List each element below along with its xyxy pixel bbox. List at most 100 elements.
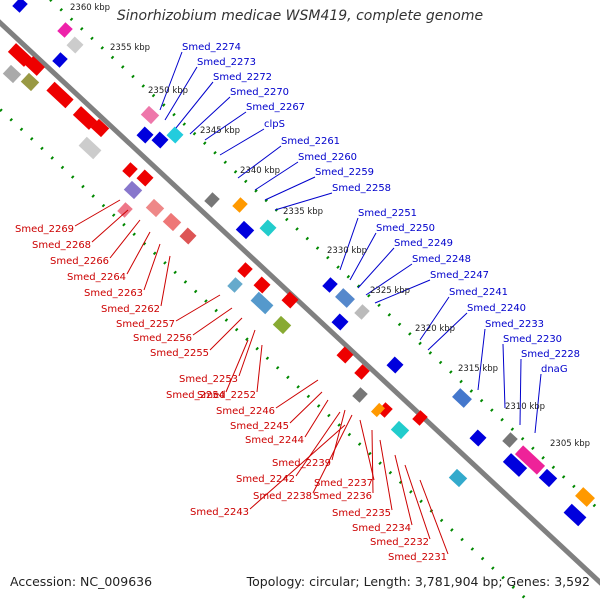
leader-line [312, 414, 353, 494]
forward-gene [7, 43, 33, 67]
gene-label-forward: Smed_2252 [197, 390, 256, 401]
gene-label-forward: Smed_2236 [313, 491, 372, 502]
leader-line [349, 232, 377, 281]
leader-line [371, 429, 374, 494]
gene-label-reverse: Smed_2250 [376, 223, 435, 234]
reverse-gene [469, 429, 487, 447]
gene-label-forward: Smed_2231 [388, 552, 447, 563]
leader-line [295, 411, 341, 477]
scale-label: 2355 kbp [110, 43, 150, 53]
gene-label-reverse: Smed_2273 [197, 57, 256, 68]
gene-other [514, 445, 546, 475]
gene-label-forward: Smed_2232 [370, 537, 429, 548]
gene-other [57, 22, 73, 38]
forward-gene [336, 346, 354, 364]
forward-gene [122, 162, 138, 178]
gene-label-forward: Smed_2266 [50, 256, 109, 267]
forward-gene [281, 291, 299, 309]
gene-label-forward: Smed_2239 [272, 458, 331, 469]
genome-backbone [0, 19, 600, 586]
gene-label-reverse: Smed_2274 [182, 42, 241, 53]
scale-label: 2310 kbp [505, 402, 545, 412]
leader-line [419, 479, 449, 555]
leader-line [91, 209, 129, 243]
forward-gene [72, 106, 98, 130]
scale-label: 2315 kbp [458, 364, 498, 374]
gene-other [259, 219, 277, 237]
forward-gene [136, 169, 154, 187]
gene-label-reverse: Smed_2249 [394, 238, 453, 249]
reverse-gene [12, 0, 28, 13]
leader-line [256, 344, 263, 393]
leader-line [249, 424, 346, 510]
gene-label-reverse: Smed_2241 [449, 287, 508, 298]
topology-summary-text: Topology: circular; Length: 3,781,904 bp… [246, 574, 590, 589]
forward-gene [90, 118, 110, 138]
accession-text: Accession: NC_009636 [10, 574, 153, 589]
gene-label-forward: Smed_2238 [253, 491, 312, 502]
label-leader-lines [74, 51, 542, 555]
gene-label-forward: Smed_2237 [314, 478, 373, 489]
leader-line [225, 339, 249, 393]
gene-label-forward: Smed_2253 [179, 374, 238, 385]
gene-label-reverse: clpS [264, 119, 285, 130]
gene-other [448, 468, 468, 488]
scale-label: 2360 kbp [70, 3, 110, 13]
scale-label: 2345 kbp [200, 126, 240, 136]
forward-gene [46, 81, 74, 109]
gene-label-forward: Smed_2264 [67, 272, 126, 283]
forward-gene [412, 410, 428, 426]
reverse-gene [151, 131, 169, 149]
outer-scale-track [48, 0, 600, 513]
leader-line [289, 391, 323, 424]
scale-label: 2325 kbp [370, 286, 410, 296]
leader-line [126, 231, 151, 275]
gene-labels: Smed_2274Smed_2273Smed_2272Smed_2270Smed… [15, 42, 580, 563]
gene-label-reverse: Smed_2272 [213, 72, 272, 83]
leader-line [534, 373, 542, 434]
leader-line [254, 161, 299, 191]
leader-line [374, 279, 431, 304]
gene-other [370, 402, 386, 418]
leader-line [359, 419, 375, 481]
gene-label-forward: Smed_2269 [15, 224, 74, 235]
gene-other [20, 72, 40, 92]
leader-line [238, 329, 256, 377]
gene-label-forward: Smed_2235 [332, 508, 391, 519]
forward-gene [25, 56, 45, 76]
gene-label-reverse: Smed_2270 [230, 87, 289, 98]
forward-gene [377, 402, 393, 418]
leader-line [477, 328, 486, 391]
scale-label: 2320 kbp [415, 324, 455, 334]
reverse-gene [563, 503, 587, 527]
reverse-gene [502, 453, 528, 477]
leader-line [160, 255, 171, 307]
forward-gene [145, 198, 165, 218]
gene-label-reverse: Smed_2233 [485, 319, 544, 330]
gene-other [575, 487, 595, 507]
leader-line [427, 312, 468, 351]
gene-label-reverse: Smed_2251 [358, 208, 417, 219]
leader-line [379, 439, 393, 511]
gene-label-reverse: Smed_2261 [281, 136, 340, 147]
leader-line [394, 454, 413, 526]
forward-gene [179, 227, 197, 245]
gene-label-forward: Smed_2254 [166, 390, 225, 401]
leader-line [164, 66, 198, 121]
leader-line [189, 96, 231, 135]
gene-other [502, 432, 518, 448]
leader-line [304, 399, 329, 438]
gene-label-forward: Smed_2255 [150, 348, 209, 359]
gene-label-forward: Smed_2234 [352, 523, 411, 534]
forward-gene [354, 364, 370, 380]
gene-label-forward: Smed_2242 [236, 474, 295, 485]
leader-line [357, 247, 395, 289]
leader-line [502, 343, 506, 409]
gene-other [227, 277, 243, 293]
gene-other [204, 192, 220, 208]
scale-label: 2330 kbp [327, 246, 367, 256]
gene-other [272, 315, 292, 335]
